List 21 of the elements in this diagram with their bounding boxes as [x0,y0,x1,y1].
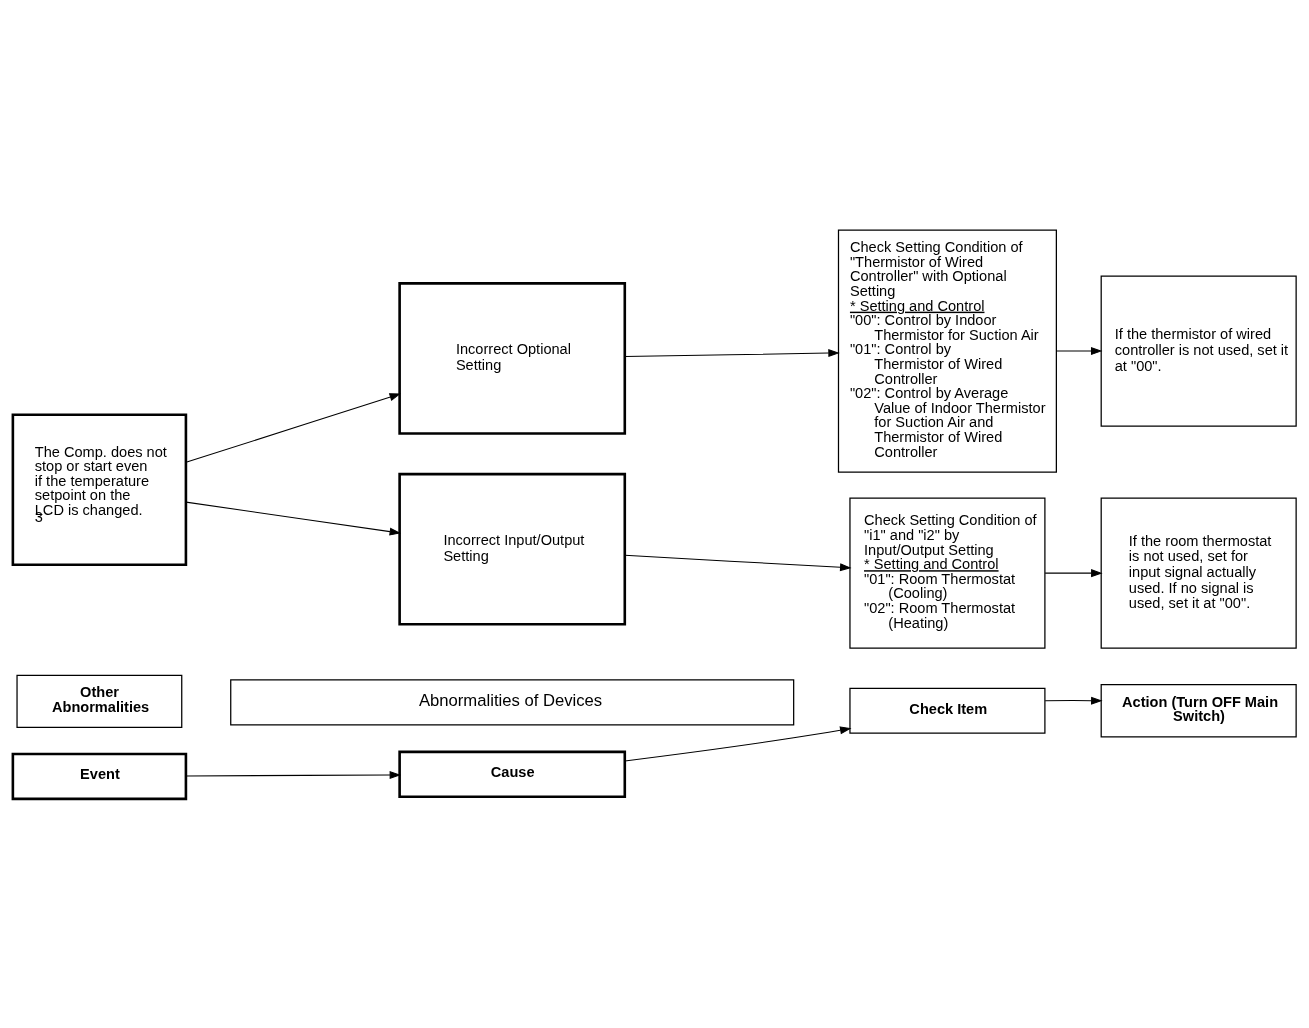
arrow [1056,346,1103,355]
arrow [624,348,840,357]
node-box: Event [11,752,188,800]
arrow [624,725,852,761]
node-box: Action (Turn OFF Main Switch) [1100,683,1297,737]
arrow [1044,568,1103,577]
arrow [185,392,402,463]
arrow [185,770,402,779]
node-box: Cause [398,750,627,798]
node-box: Check Item [849,687,1046,734]
node-box: Check Setting Condition of "i1" and "i2" by Input/Output Setting * Setting and Control "01": Room Thermostat (Cooling) "02": Room Thermostat (Heating) [849,496,1046,649]
node-box: If the room thermostat is not used, set for input signal actually used. If no signal is used, set it at "00". [1100,496,1297,649]
arrow [1044,696,1103,705]
node-box: Check Setting Condition of "Thermistor of Wired Controller" with Optional Setting * Setting and Control "00": Control by Indoor Thermistor for Suction Air "01": Control by Thermistor of Wired Controller "02": Control by Average Value of Indoor Thermistor for Suction Air and Thermistor of Wired Controller [837,229,1057,473]
node-box: Abnormalities of Devices [230,678,795,725]
arrow [185,501,402,536]
node-box: If the thermistor of wired controller is not used, set it at "00". [1100,274,1297,427]
arrow [624,554,852,571]
node-box: Other Abnormalities [16,674,183,728]
node-box: Incorrect Optional Setting [398,281,627,435]
node-box: Incorrect Input/Output Setting [398,472,627,626]
